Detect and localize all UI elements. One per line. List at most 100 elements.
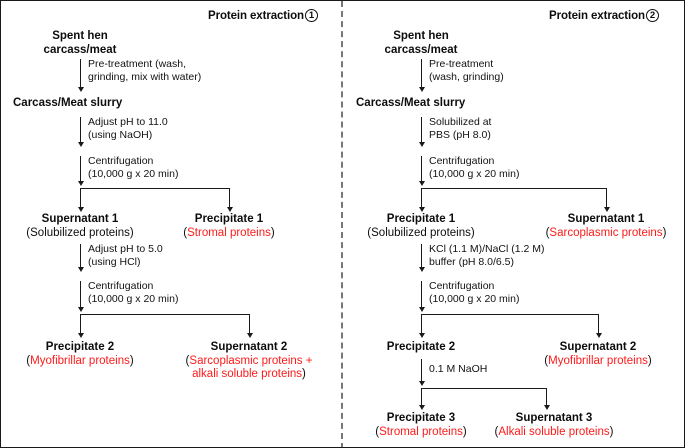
- node-label: Supernatant 1: [41, 213, 119, 225]
- step-line2: (using HCl): [88, 256, 141, 268]
- paren-close: ): [647, 354, 652, 367]
- node-label: Precipitate 2: [386, 341, 456, 353]
- node-label: Supernatant 2: [559, 341, 637, 353]
- step-line1: Solubilized at: [429, 116, 492, 128]
- split-left-shaft: [421, 388, 422, 408]
- arrow-head: [77, 307, 84, 312]
- paren-open: (: [544, 354, 549, 367]
- split-connector: [421, 188, 606, 189]
- arrow-head: [418, 405, 425, 410]
- panel-divider: [341, 1, 343, 447]
- arrow-head: [418, 267, 425, 272]
- arrow-shaft: [421, 281, 422, 309]
- step-1-3: Centrifugation (10,000 g x 20 min): [88, 155, 178, 181]
- node-label: Precipitate 2: [45, 341, 115, 353]
- paren-close: ): [270, 226, 275, 239]
- split-right-shaft: [229, 188, 230, 210]
- step-line1: Centrifugation: [429, 280, 495, 292]
- arrow-shaft: [421, 117, 422, 145]
- panel-2-badge: 2: [645, 9, 659, 22]
- node-label: Carcass/Meat slurry: [356, 97, 466, 109]
- paren-open: (: [494, 425, 499, 438]
- node-supernatant-2-p1: Supernatant 2 (Sarcoplasmic proteins + a…: [186, 341, 313, 382]
- step-line1: Pre-treatment: [429, 58, 494, 70]
- panel-1-badge: 1: [304, 9, 318, 22]
- protein-type-label: Sarcoplasmic proteins: [549, 226, 663, 239]
- arrow-shaft: [421, 244, 422, 270]
- node-slurry-2: Carcass/Meat slurry: [356, 97, 465, 111]
- step-line2: (10,000 g x 20 min): [429, 168, 520, 180]
- paren-close: ): [662, 226, 667, 239]
- node-label: Supernatant 2: [210, 341, 288, 353]
- node-sublabel-line2: alkali soluble proteins): [186, 368, 313, 382]
- step-line1: Pre-treatment (wash,: [88, 58, 187, 70]
- step-2-1: Pre-treatment (wash, grinding): [429, 58, 504, 84]
- paren-open: (: [545, 226, 550, 239]
- arrow-head: [543, 405, 550, 410]
- paren-close: ): [609, 425, 614, 438]
- step-line2: (wash, grinding): [429, 71, 504, 83]
- arrow-shaft: [80, 244, 81, 270]
- paren-close: ): [129, 354, 134, 367]
- step-line1: 0.1 M NaOH: [429, 363, 488, 375]
- paren-open: (: [185, 354, 190, 367]
- node-precipitate-2-p1: Precipitate 2 (Myofibrillar proteins): [26, 341, 133, 368]
- arrow-shaft: [80, 156, 81, 184]
- step-1-1: Pre-treatment (wash, grinding, mix with …: [88, 58, 201, 84]
- node-precipitate-2-p2: Precipitate 2: [387, 341, 455, 355]
- step-line2: grinding, mix with water): [88, 71, 202, 83]
- arrow-head: [418, 87, 425, 92]
- protein-type-label: Sarcoplasmic proteins +: [189, 354, 313, 367]
- step-line2: (10,000 g x 20 min): [88, 293, 179, 305]
- node-label-line1: Spent hen: [393, 30, 449, 42]
- step-1-5: Centrifugation (10,000 g x 20 min): [88, 280, 178, 306]
- step-2-5: Centrifugation (10,000 g x 20 min): [429, 280, 519, 306]
- arrow-shaft: [80, 59, 81, 89]
- step-line1: Centrifugation: [429, 155, 495, 167]
- arrow-head: [77, 207, 84, 212]
- node-label: Precipitate 1: [386, 213, 456, 225]
- node-supernatant-2-p2: Supernatant 2 (Myofibrillar proteins): [544, 341, 651, 368]
- node-label: Supernatant 1: [567, 213, 645, 225]
- split-left-shaft: [421, 314, 422, 336]
- panel-2-title: Protein extraction 2: [549, 9, 659, 22]
- node-sublabel: (Stromal proteins): [183, 227, 274, 241]
- protein-type-label: Stromal proteins: [379, 425, 463, 438]
- node-spent-hen-1: Spent hen carcass/meat: [44, 30, 117, 57]
- split-left-shaft: [421, 188, 422, 210]
- protein-type-label: Myofibrillar proteins: [548, 354, 648, 367]
- node-precipitate-1-p1: Precipitate 1 (Stromal proteins): [183, 213, 274, 240]
- step-line2: (10,000 g x 20 min): [429, 293, 520, 305]
- step-line2: (using NaOH): [88, 129, 153, 141]
- split-right-shaft: [598, 314, 599, 336]
- paren-open: (: [183, 226, 188, 239]
- step-1-4: Adjust pH to 5.0 (using HCl): [88, 243, 163, 269]
- step-line1: Centrifugation: [88, 280, 154, 292]
- step-2-2: Solubilized at PBS (pH 8.0): [429, 116, 491, 142]
- arrow-head: [226, 207, 233, 212]
- panel-2-title-text: Protein extraction: [549, 9, 645, 22]
- arrow-shaft: [80, 117, 81, 145]
- node-sublabel: (Myofibrillar proteins): [26, 355, 133, 369]
- arrow-head: [418, 142, 425, 147]
- paren-open: (: [375, 425, 380, 438]
- arrow-head: [77, 267, 84, 272]
- arrow-head: [418, 207, 425, 212]
- protein-type-label-cont: alkali soluble proteins: [192, 368, 303, 380]
- node-sublabel: (Alkali soluble proteins): [495, 426, 614, 440]
- split-right-shaft: [249, 314, 250, 336]
- split-connector: [80, 188, 229, 189]
- split-connector: [80, 314, 249, 315]
- arrow-head: [77, 87, 84, 92]
- split-left-shaft: [80, 188, 81, 210]
- node-label: Carcass/Meat slurry: [13, 97, 123, 109]
- paren-close: ): [302, 368, 306, 380]
- paren-open: (: [26, 354, 31, 367]
- node-precipitate-1-p2: Precipitate 1 (Solubilized proteins): [367, 213, 474, 240]
- split-right-shaft: [546, 388, 547, 408]
- step-1-2: Adjust pH to 11.0 (using NaOH): [88, 116, 168, 142]
- node-supernatant-3-p2: Supernatant 3 (Alkali soluble proteins): [495, 412, 614, 439]
- arrow-head: [595, 333, 602, 338]
- arrow-head: [418, 381, 425, 386]
- arrow-shaft: [421, 359, 422, 384]
